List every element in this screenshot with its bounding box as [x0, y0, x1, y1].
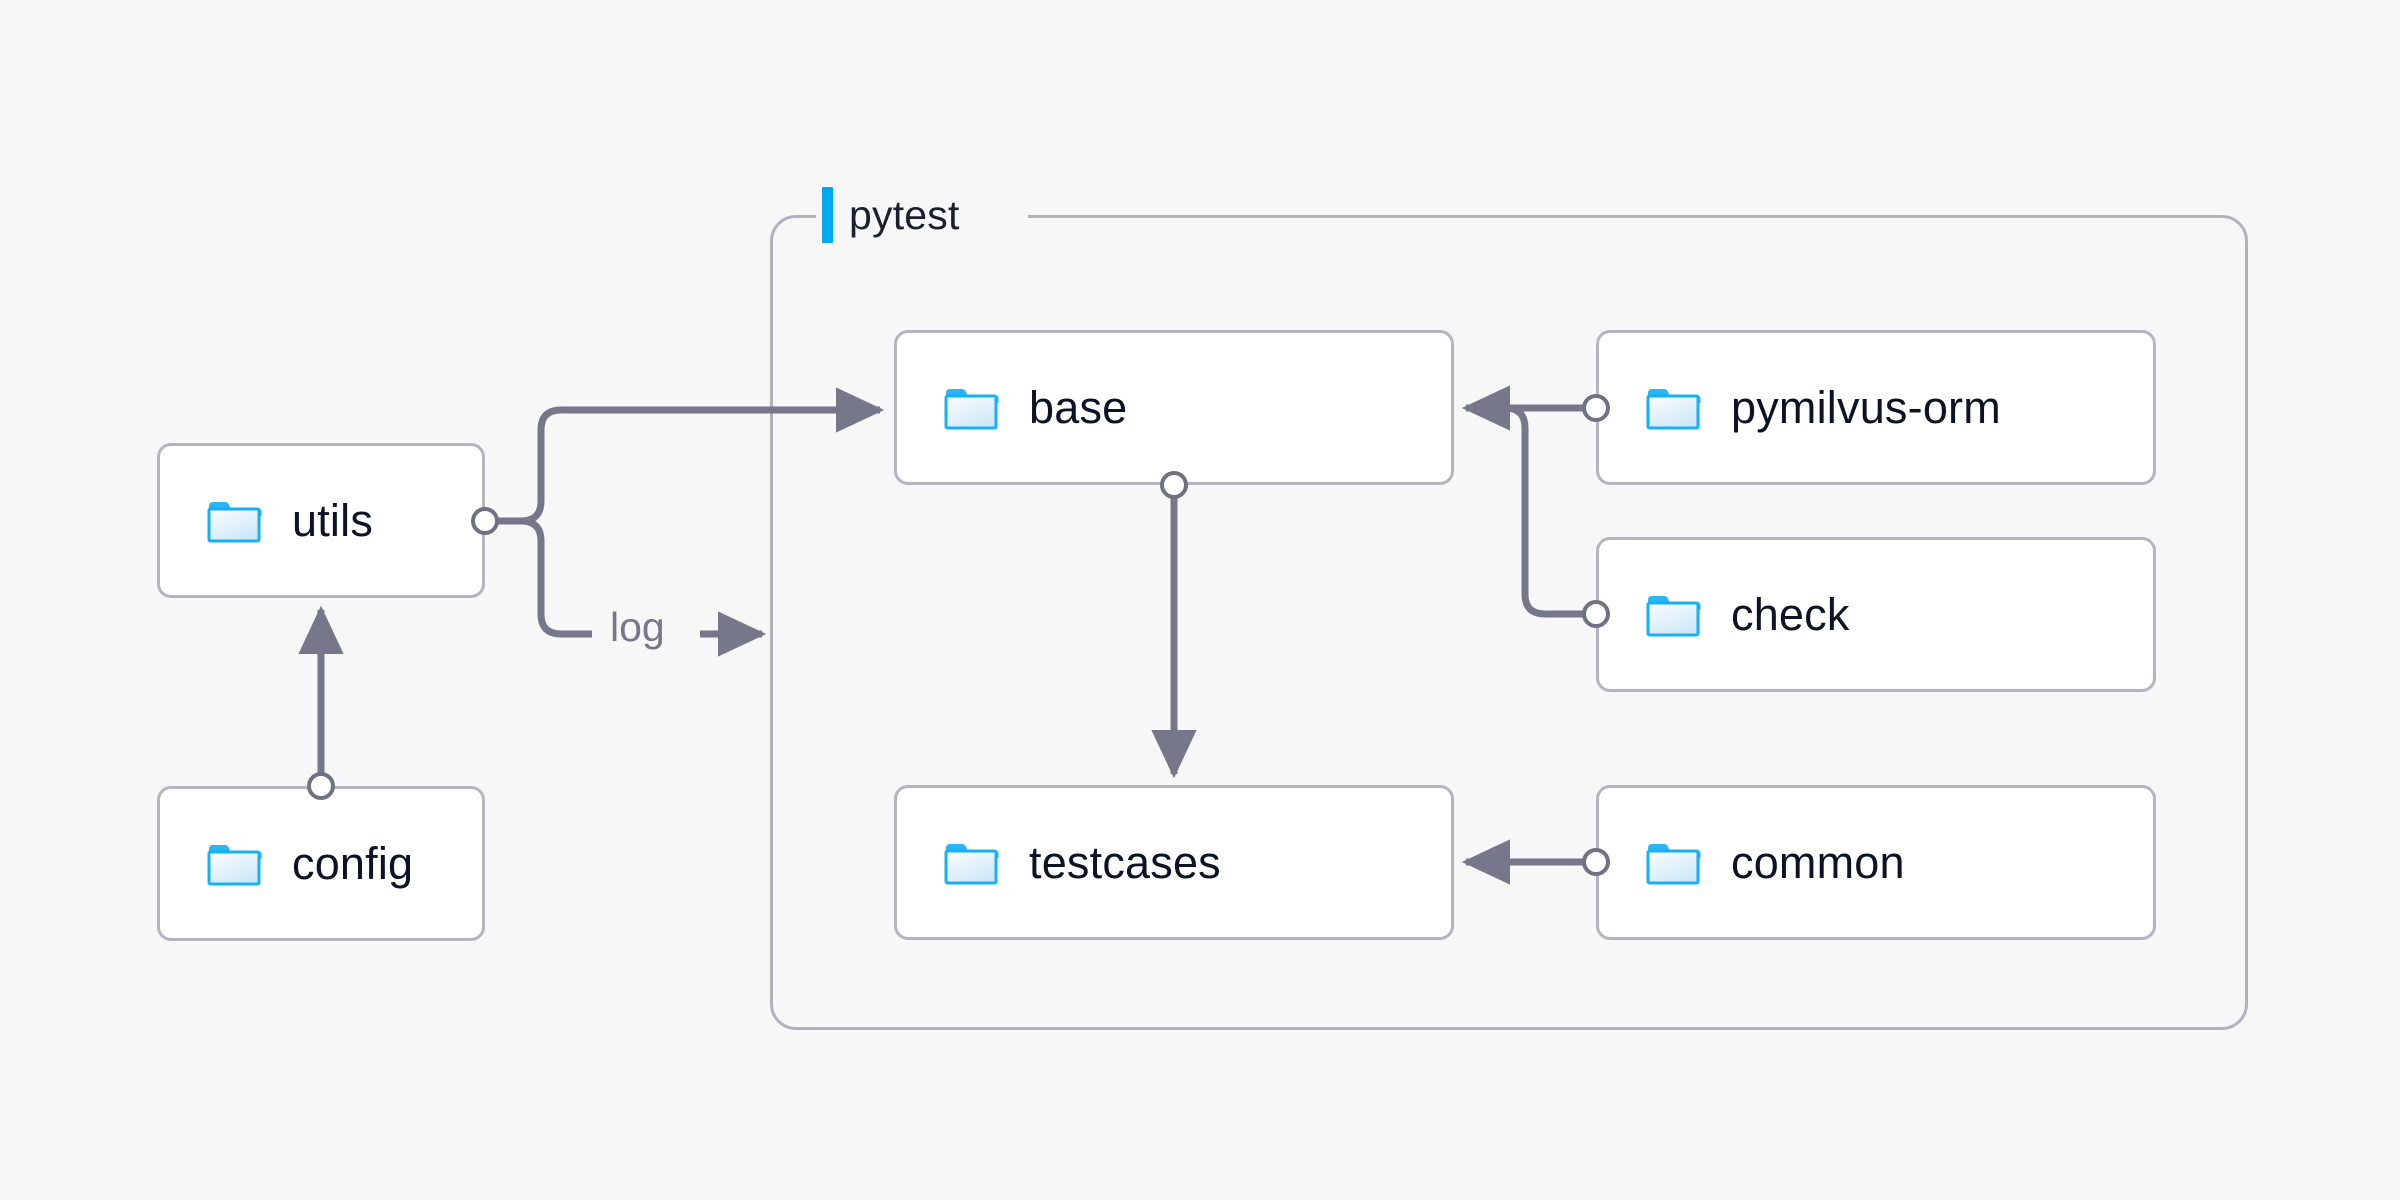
folder-icon [207, 501, 262, 542]
folder-icon [944, 388, 999, 429]
node-config[interactable]: config [157, 786, 485, 941]
edge-utils-to-log-branch [485, 517, 592, 638]
node-pymilvus-orm[interactable]: pymilvus-orm [1596, 330, 2156, 485]
folder-icon [944, 843, 999, 884]
folder-icon [207, 844, 262, 885]
port-pymilvus-orm-left[interactable] [1582, 394, 1610, 422]
folder-icon [1646, 843, 1701, 884]
node-label-base: base [1029, 381, 1128, 433]
node-check[interactable]: check [1596, 537, 2156, 692]
group-label-text: pytest [849, 191, 960, 238]
group-container-pytest[interactable] [770, 215, 2248, 1030]
port-utils-right[interactable] [471, 507, 499, 535]
node-base[interactable]: base [894, 330, 1454, 485]
node-common[interactable]: common [1596, 785, 2156, 940]
port-check-left[interactable] [1582, 600, 1610, 628]
node-utils[interactable]: utils [157, 443, 485, 598]
folder-icon [1646, 595, 1701, 636]
edge-label-log: log [600, 604, 675, 651]
port-base-bottom[interactable] [1160, 471, 1188, 499]
node-label-pymilvus-orm: pymilvus-orm [1731, 381, 2001, 433]
group-label-pytest[interactable]: pytest [822, 187, 960, 243]
node-label-check: check [1731, 588, 1850, 640]
node-label-common: common [1731, 836, 1905, 888]
accent-bar-icon [822, 187, 833, 243]
group-label-background [816, 209, 1028, 221]
node-label-utils: utils [292, 494, 374, 546]
node-label-testcases: testcases [1029, 836, 1221, 888]
node-testcases[interactable]: testcases [894, 785, 1454, 940]
folder-icon [1646, 388, 1701, 429]
port-config-top[interactable] [307, 772, 335, 800]
port-common-left[interactable] [1582, 848, 1610, 876]
node-label-config: config [292, 837, 414, 889]
